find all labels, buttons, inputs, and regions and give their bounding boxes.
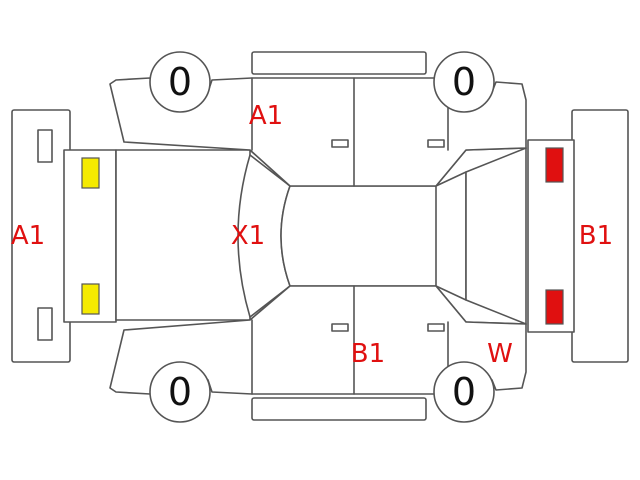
lower-side-view: 0 0: [109, 285, 527, 423]
damage-code-bottom-side: B1: [351, 339, 385, 369]
rear-lamp-upper: [545, 147, 564, 183]
damage-code-rear: B1: [579, 221, 613, 251]
trunk-lid: [465, 147, 527, 325]
front-mirror-lower: [37, 307, 53, 341]
rear-view: [527, 109, 629, 363]
damage-code-front: A1: [11, 221, 45, 251]
rear-lamp-lower: [545, 289, 564, 325]
upper-side-view: 0 0: [109, 51, 527, 187]
front-headlamp-upper: [81, 157, 100, 189]
tire-rear-left: [433, 51, 495, 113]
tire-front-left: [149, 51, 211, 113]
lower-door-handle-2: [427, 323, 445, 332]
front-mirror-upper: [37, 129, 53, 163]
rear-window: [435, 171, 467, 301]
tire-rear-right-value: 0: [452, 370, 476, 414]
damage-code-top-side: A1: [249, 101, 283, 131]
lower-door-handle-1: [331, 323, 349, 332]
tire-front-right-value: 0: [168, 370, 192, 414]
front-headlamp-lower: [81, 283, 100, 315]
tire-rear-left-value: 0: [452, 60, 476, 104]
lower-side-step: [251, 397, 427, 421]
upper-door-handle-2: [427, 139, 445, 148]
tire-front-left-value: 0: [168, 60, 192, 104]
upper-door-handle-1: [331, 139, 349, 148]
upper-side-step: [251, 51, 427, 75]
damage-code-bottom-rear: W: [487, 339, 513, 369]
tire-rear-right: [433, 361, 495, 423]
damage-code-roof: X1: [231, 221, 265, 251]
top-view: [115, 147, 527, 325]
tire-front-right: [149, 361, 211, 423]
roof-panel: [280, 185, 442, 287]
damage-codes: A1 A1 X1 B1 B1 W: [11, 101, 613, 369]
